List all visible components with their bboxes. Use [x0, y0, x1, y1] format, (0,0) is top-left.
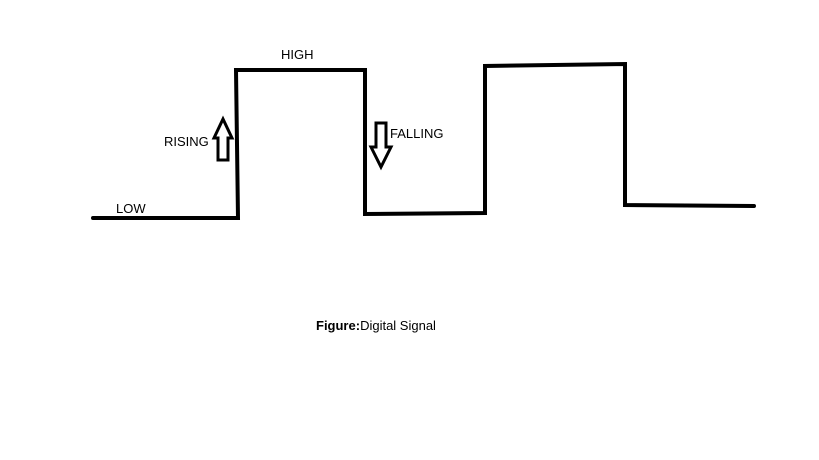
- figure-caption: Figure:Digital Signal: [316, 319, 436, 332]
- rising-arrow-icon: [211, 115, 235, 162]
- figure-caption-prefix: Figure:: [316, 318, 361, 333]
- high-label: HIGH: [281, 47, 314, 62]
- square-wave-signal: [91, 61, 756, 220]
- figure-caption-text: Digital Signal: [360, 318, 436, 333]
- rising-label: RISING: [164, 134, 209, 149]
- falling-label: FALLING: [390, 126, 444, 141]
- falling-arrow-icon: [368, 121, 394, 171]
- low-label: LOW: [116, 201, 146, 216]
